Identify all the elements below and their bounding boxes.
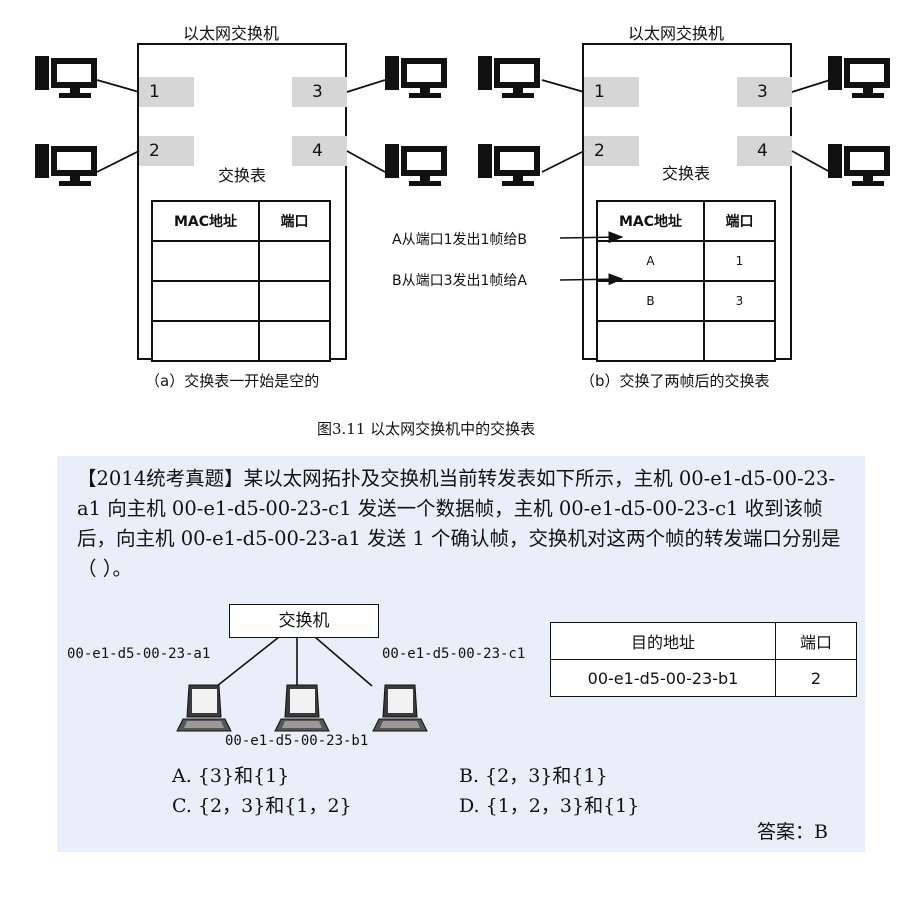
pc-icon [828,144,890,186]
col-port-a: 端口 [258,200,331,242]
port-4-a: 4 [292,136,347,166]
port-2-a: 2 [139,136,194,166]
col-mac-a: MAC地址 [151,200,260,242]
cell: B [596,280,705,322]
col-mac-b: MAC地址 [596,200,705,242]
pc-icon [385,144,447,186]
pc-icon [385,56,447,98]
port-3-b: 3 [737,77,792,107]
port-1-a: 1 [139,77,194,107]
pc-icon [828,56,890,98]
answer: 答案：B [757,821,828,843]
pc-icon [35,56,97,98]
exchange-table-title-b: 交换表 [662,164,711,183]
topology-switch-box: 交换机 [229,604,379,638]
pc-icon [478,56,540,98]
cell: A [596,240,705,282]
table-row [151,280,331,322]
port-4-b: 4 [737,136,792,166]
host-c-label: 00-e1-d5-00-23-c1 [382,646,526,662]
cell [596,320,705,362]
table-row [151,240,331,282]
port-3-a: 3 [292,77,347,107]
col-port: 端口 [775,622,857,660]
topology-diagram [176,636,428,732]
annotation-a-to-b: A从端口1发出1帧给B [392,232,527,248]
cell [258,280,331,322]
host-a-label: 00-e1-d5-00-23-a1 [67,646,211,662]
figure-title: 图3.11 以太网交换机中的交换表 [317,420,536,438]
caption-b: （b）交换了两帧后的交换表 [580,372,770,390]
port-2-b: 2 [584,136,639,166]
laptop-icon [274,684,330,732]
switch-title-a: 以太网交换机 [183,24,280,43]
question-panel: 【2014统考真题】某以太网拓扑及交换机当前转发表如下所示，主机 00-e1-d… [57,456,865,852]
cell-port: 2 [775,659,857,697]
cell [151,280,260,322]
pc-icon [35,144,97,186]
cell [258,320,331,362]
switch-title-b: 以太网交换机 [628,24,725,43]
cell [151,240,260,282]
option-c[interactable]: C. {2，3}和{1，2} [172,795,352,817]
annotation-b-to-a: B从端口3发出1帧给A [392,273,527,289]
col-port-b: 端口 [703,200,776,242]
laptop-icon [372,684,428,732]
table-row [596,320,776,362]
table-row [151,320,331,362]
laptop-icon [176,684,232,732]
exchange-table-title-a: 交换表 [218,166,267,185]
option-a[interactable]: A. {3}和{1} [172,765,290,787]
cell [151,320,260,362]
cell: 1 [703,240,776,282]
pc-icon [478,144,540,186]
host-b-label: 00-e1-d5-00-23-b1 [225,733,369,749]
exchange-table-a: MAC地址 端口 [151,200,331,362]
port-1-b: 1 [584,77,639,107]
option-d[interactable]: D. {1，2，3}和{1} [459,795,640,817]
cell: 3 [703,280,776,322]
table-row: 00-e1-d5-00-23-b1 2 [550,659,857,697]
topology-switch-label: 交换机 [278,611,330,631]
cell-addr: 00-e1-d5-00-23-b1 [550,659,776,697]
forwarding-table: 目的地址 端口 00-e1-d5-00-23-b1 2 [550,622,857,697]
option-b[interactable]: B. {2，3}和{1} [459,765,608,787]
caption-a: （a）交换表一开始是空的 [145,372,320,390]
question-text: 【2014统考真题】某以太网拓扑及交换机当前转发表如下所示，主机 00-e1-d… [77,467,841,580]
cell [258,240,331,282]
cell [703,320,776,362]
col-dest-addr: 目的地址 [550,622,776,660]
